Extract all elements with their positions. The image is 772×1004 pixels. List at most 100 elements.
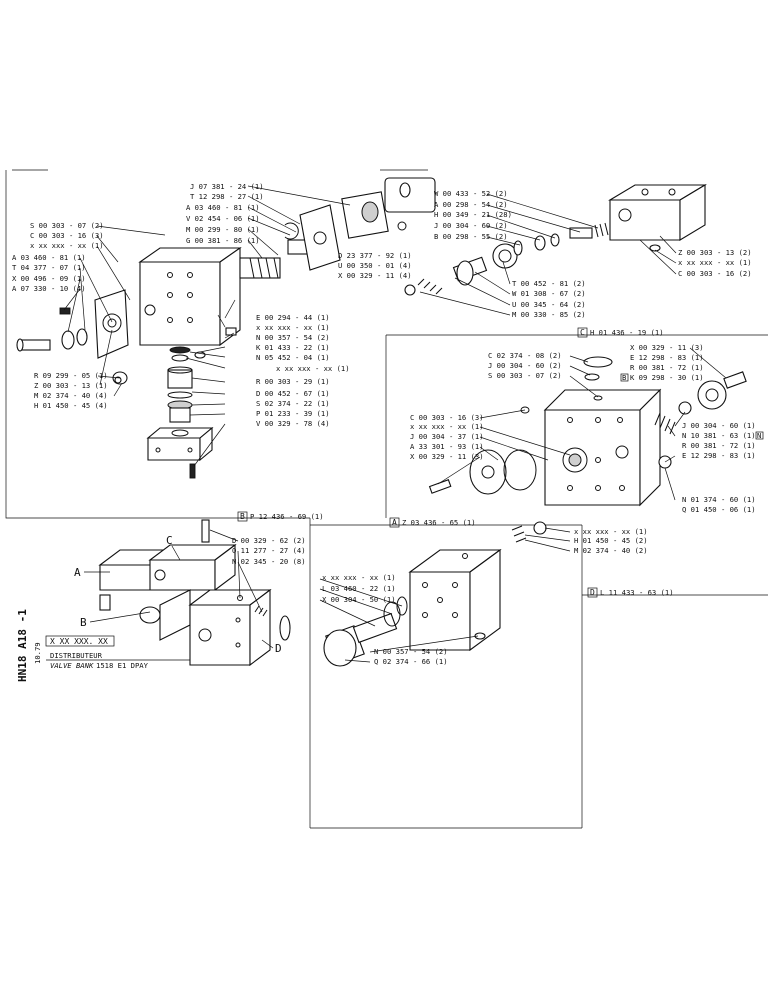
part-label: W 01 308 - 67 (2) [512, 289, 586, 298]
part-label: L 03 460 - 22 (1) [322, 584, 396, 593]
part-label: Q 01 450 - 06 (1) [682, 505, 756, 514]
part-label: Q 11 277 - 27 (4) [232, 546, 306, 555]
part-label: N 10 381 - 63 (1) [682, 431, 756, 440]
section-a-letter: A [392, 518, 397, 527]
a-assembly [323, 548, 502, 667]
part-label: X 00 329 - 11 (3) [630, 343, 704, 352]
assembly-label-c: C [166, 534, 173, 547]
part-label: T 00 452 - 81 (2) [512, 279, 586, 288]
document-date: 10.79 [33, 642, 42, 664]
part-label: J 00 304 - 60 (2) [434, 221, 508, 230]
part-label: x xx xxx - xx (1) [678, 258, 752, 267]
part-label: V 00 329 - 78 (4) [256, 419, 330, 428]
part-label: C 00 303 - 16 (3) [410, 413, 484, 422]
labels-top-right-far: Z 00 303 - 13 (2) x xx xxx - xx (1) C 00… [678, 248, 752, 278]
part-label: H 00 349 - 21 (28) [434, 210, 512, 219]
part-label: x xx xxx - xx (1) [410, 422, 484, 431]
part-label: B 00 298 - 55 (2) [434, 232, 508, 241]
part-label: M 00 330 - 85 (2) [512, 310, 586, 319]
assembly-label-a: A [74, 566, 81, 579]
section-a-ref: Z 03 436 - 65 (1) [402, 518, 476, 527]
part-label: U 00 345 - 64 (2) [512, 300, 586, 309]
section-b-ref: P 12 436 - 69 (1) [250, 512, 324, 521]
leader-lines [63, 185, 727, 663]
part-label: T 04 377 - 07 (1) [12, 263, 86, 272]
part-label: S 02 374 - 22 (1) [256, 399, 330, 408]
part-label: H 01 450 - 45 (4) [34, 401, 108, 410]
top-right-assembly [404, 184, 707, 296]
part-number-box: X XX XXX. XX [50, 637, 108, 646]
labels-a-section: x xx xxx - xx (1) L 03 460 - 22 (1) X 00… [322, 573, 448, 666]
part-label: U 00 350 - 01 (4) [338, 261, 412, 270]
part-label: A 03 460 - 81 (1) [186, 203, 260, 212]
part-label: E 12 298 - 83 (1) [630, 353, 704, 362]
part-label: R 00 381 - 72 (1) [630, 363, 704, 372]
title-english: VALVE BANK [50, 661, 94, 670]
document-ref-code: HN18 A18 -1 [16, 609, 29, 682]
model-code: 1518 E1 DPAY [96, 661, 149, 670]
part-label: E 12 298 - 83 (1) [682, 451, 756, 460]
part-label: X 00 496 - 09 (1) [12, 274, 86, 283]
labels-top-left-top: J 07 381 - 24 (1) T 12 298 - 27 (1) A 03… [186, 182, 264, 245]
labels-mid-right-left: C 00 303 - 16 (3) x xx xxx - xx (1) J 00… [410, 413, 484, 461]
part-label: T 12 298 - 27 (1) [190, 192, 264, 201]
part-label: W 00 433 - 52 (2) [434, 189, 508, 198]
part-label: N 02 345 - 20 (8) [232, 557, 306, 566]
part-label: D 23 377 - 92 (1) [338, 251, 412, 260]
part-label: P 01 233 - 39 (1) [256, 409, 330, 418]
section-d-ref: L 11 433 - 63 (1) [600, 588, 674, 597]
part-label: N 00 357 - 54 (2) [374, 647, 448, 656]
part-label: J 00 304 - 37 (1) [410, 432, 484, 441]
part-label: R 00 303 - 29 (1) [256, 377, 330, 386]
labels-top-left-bottom-left: R 09 299 - 05 (1) Z 00 303 - 13 (1) M 02… [34, 371, 108, 410]
part-label: A 07 330 - 10 (4) [12, 284, 86, 293]
section-d-letter: D [590, 588, 595, 597]
part-label: J 00 304 - 60 (2) [488, 361, 562, 370]
section-c-letter: C [580, 328, 585, 337]
part-label: M 02 374 - 40 (4) [34, 391, 108, 400]
part-label: D 00 329 - 62 (2) [232, 536, 306, 545]
part-label: S 00 303 - 07 (2) [30, 221, 104, 230]
labels-mid-right-far: X 00 329 - 11 (3) E 12 298 - 83 (1) R 00… [620, 343, 704, 382]
section-tags: C H 01 436 - 19 (1) B P 12 436 - 69 (1) … [237, 327, 674, 598]
part-label: N 01 374 - 60 (1) [682, 495, 756, 504]
part-label: Z 00 303 - 13 (2) [678, 248, 752, 257]
part-label: D 00 452 - 67 (1) [256, 389, 330, 398]
section-b-letter: B [240, 512, 245, 521]
part-label: C 00 303 - 16 (2) [678, 269, 752, 278]
part-label: A 00 298 - 54 (2) [434, 200, 508, 209]
top-left-assembly [16, 177, 436, 479]
part-label: J 07 381 - 24 (1) [190, 182, 264, 191]
labels-mid-right-bottom: x xx xxx - xx (1) H 01 450 - 45 (2) M 02… [574, 527, 648, 555]
assembly-letters: A B C D [74, 534, 282, 655]
part-label: K 09 298 - 30 (1) [630, 373, 704, 382]
part-label: X 00 329 - 11 (3) [410, 452, 484, 461]
part-label: x xx xxx - xx (1) [276, 364, 350, 373]
labels-top-left-right: D 23 377 - 92 (1) U 00 350 - 01 (4) X 00… [338, 251, 412, 280]
marker-n-small: N [757, 431, 761, 440]
labels-b-section: D 00 329 - 62 (2) Q 11 277 - 27 (4) N 02… [232, 536, 306, 566]
labels-top-right-col: W 00 433 - 52 (2) A 00 298 - 54 (2) H 00… [434, 189, 512, 241]
labels-top-left-mid-right: E 00 294 - 44 (1) x xx xxx - xx (1) N 00… [256, 313, 350, 428]
assembly-label-d: D [275, 642, 282, 655]
section-borders [5, 169, 768, 829]
assembly-label-b: B [80, 616, 87, 629]
section-c-ref: H 01 436 - 19 (1) [590, 328, 664, 337]
part-label: x xx xxx - xx (1) [574, 527, 648, 536]
part-label: R 00 381 - 72 (1) [682, 441, 756, 450]
part-label: Z 00 303 - 13 (1) [34, 381, 108, 390]
part-label: K 01 433 - 22 (1) [256, 343, 330, 352]
title-french: DISTRIBUTEUR [50, 651, 103, 660]
mid-right-assembly [428, 356, 747, 543]
part-label: R 09 299 - 05 (1) [34, 371, 108, 380]
labels-top-right-bottom: T 00 452 - 81 (2) W 01 308 - 67 (2) U 00… [512, 279, 586, 319]
part-label: x xx xxx - xx (1) [322, 573, 396, 582]
part-label: x xx xxx - xx (1) [256, 323, 330, 332]
part-label: A 03 460 - 81 (1) [12, 253, 86, 262]
labels-mid-right-right: J 00 304 - 60 (1) N 10 381 - 63 (1) N R … [682, 421, 764, 460]
part-label: M 02 374 - 40 (2) [574, 546, 648, 555]
part-label: Q 02 374 - 66 (1) [374, 657, 448, 666]
part-label: X 00 304 - 50 (1) [322, 595, 396, 604]
